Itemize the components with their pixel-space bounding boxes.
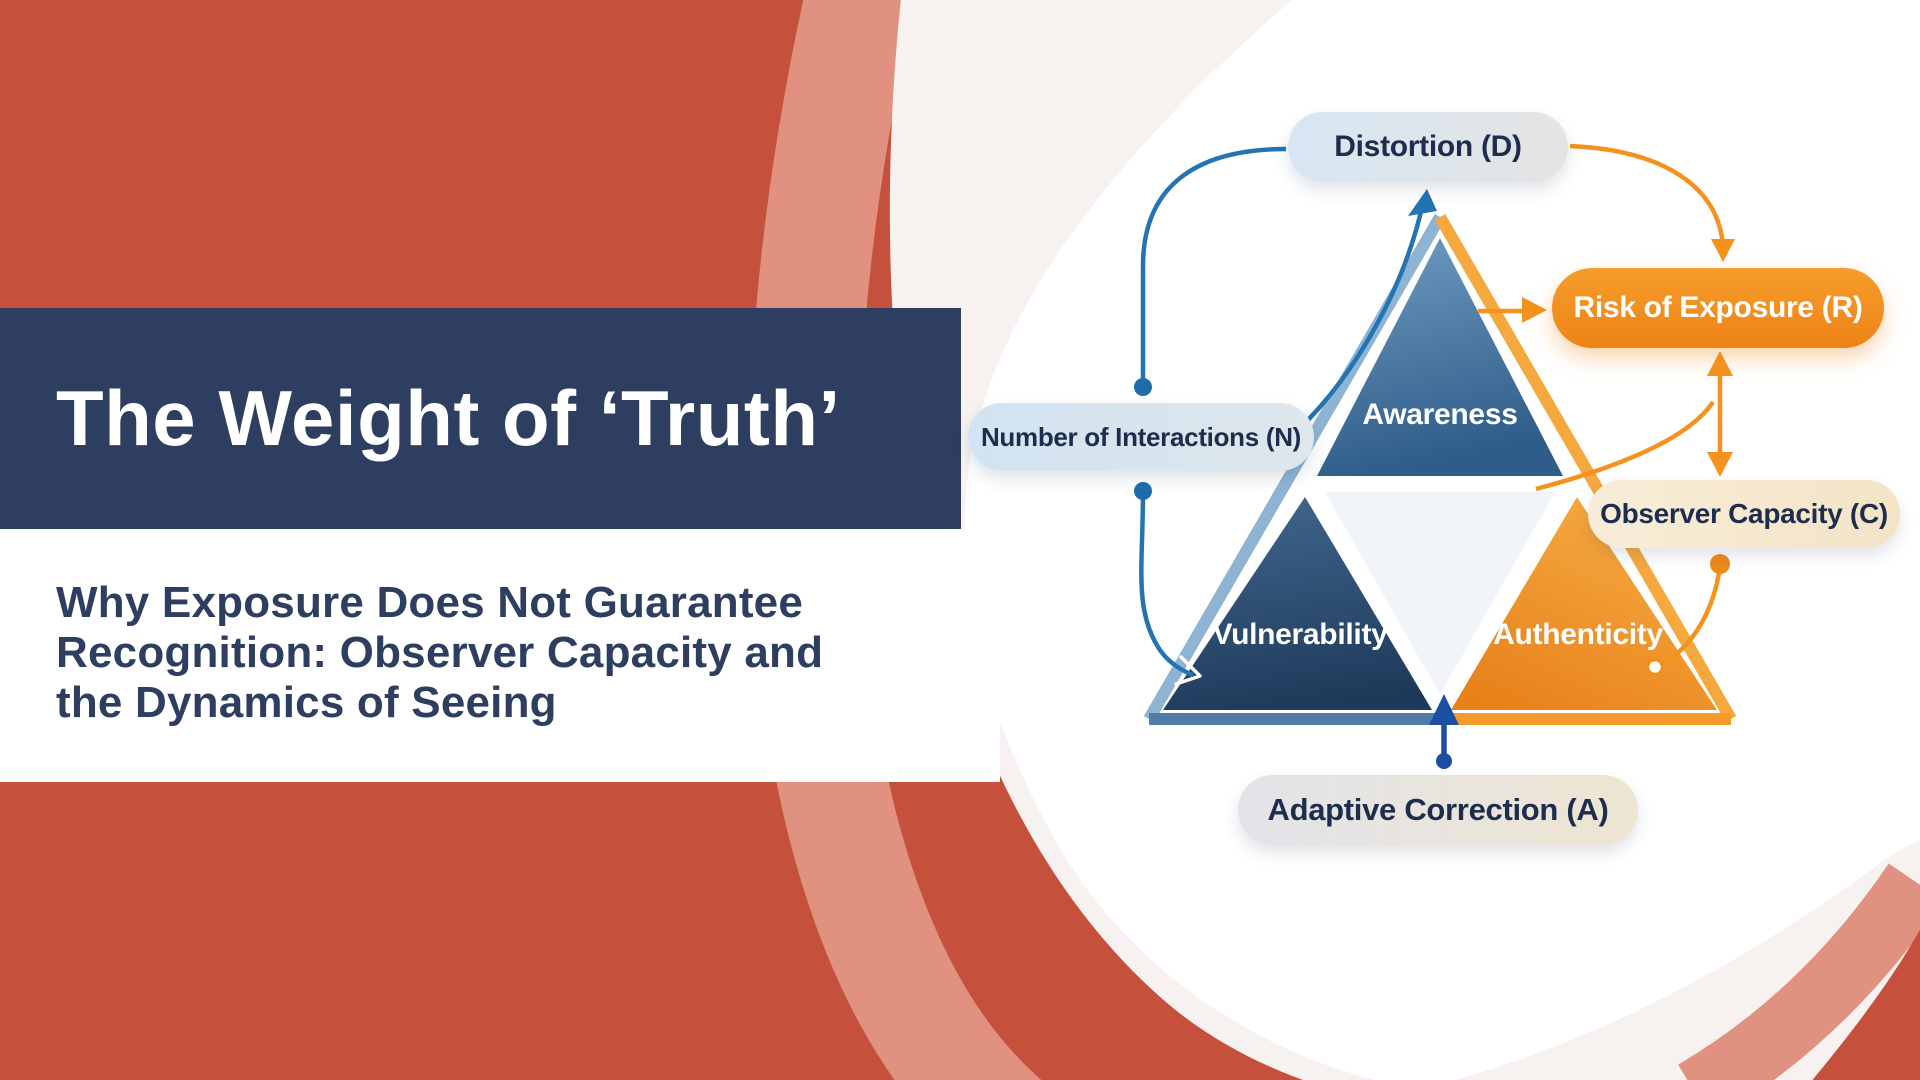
center-triangle [1325,492,1555,695]
distortion-pill-label: Distortion (D) [1334,130,1522,163]
observer-capacity-pill: Observer Capacity (C) [1588,480,1900,548]
corner-salmon-arc [1678,863,1920,1080]
subtitle-line-1: Why Exposure Does Not Guarantee [56,578,804,627]
distortion-pill: Distortion (D) [1288,112,1568,182]
subtitle-band [0,529,1000,782]
risk-of-exposure-pill: Risk of Exposure (R) [1552,268,1884,348]
observer-dot [1710,554,1730,574]
awareness-to-risk-arrowhead-icon [1522,297,1547,323]
interactions-bottom-dot [1134,482,1152,500]
adaptive-dot [1436,753,1452,769]
subtitle: Why Exposure Does Not Guarantee Recognit… [56,578,823,728]
vulnerability-triangle [1163,497,1432,710]
down-arrowhead-icon [1707,452,1733,477]
title-banner: The Weight of ‘Truth’ [0,308,961,529]
up-arrowhead-icon [1707,351,1733,376]
distortion-to-risk-line [1569,143,1726,249]
open-chevron-arrowhead-icon [1174,655,1202,686]
interactions-pill-label: Number of Interactions (N) [980,421,1302,452]
adaptive-arrowhead-icon [1429,694,1459,725]
interactions-to-distortion-line [1140,146,1287,386]
distortion-to-risk-arrowhead-icon [1711,239,1735,262]
page-title: The Weight of ‘Truth’ [56,374,841,462]
adaptive-pill-label: Adaptive Correction (A) [1267,792,1609,827]
awareness-label: Awareness [1362,398,1517,431]
awareness-to-distortion-line [1296,202,1426,432]
risk-pill-label: Risk of Exposure (R) [1573,291,1863,324]
observer-to-authenticity-line [1662,565,1723,665]
triangle-to-risk-observer-sweep [1535,400,1715,492]
interactions-to-vulnerability-line [1139,491,1194,678]
subtitle-line-2: Recognition: Observer Capacity and [56,628,824,677]
awareness-to-distortion-arrowhead-icon [1408,189,1437,216]
vulnerability-label: Vulnerability [1212,618,1388,651]
rim-right-edge [1434,213,1737,723]
interactions-top-dot [1134,378,1152,396]
authenticity-label: Authenticity [1493,618,1663,651]
corner-red-wedge [1812,929,1920,1080]
adaptive-correction-pill: Adaptive Correction (A) [1238,775,1638,845]
observer-pill-label: Observer Capacity (C) [1600,498,1888,529]
subtitle-line-3: the Dynamics of Seeing [56,678,557,727]
number-of-interactions-pill: Number of Interactions (N) [968,403,1314,471]
authenticity-triangle [1451,497,1717,710]
open-ring-endpoint-icon [1645,657,1665,677]
awareness-triangle [1317,238,1563,476]
